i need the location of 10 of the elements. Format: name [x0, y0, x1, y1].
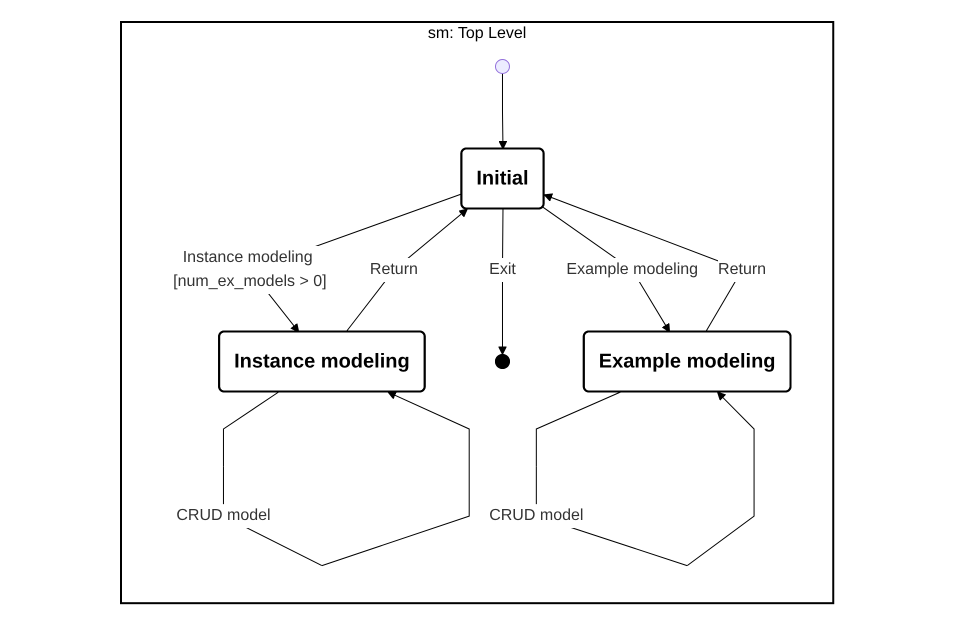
- arrow: [498, 72, 508, 150]
- edge-label: Return: [718, 260, 766, 278]
- node-circle: [495, 58, 510, 74]
- edge-label: CRUD model: [176, 506, 271, 524]
- edge-label: Example modeling: [566, 260, 698, 278]
- edge-label: Exit: [490, 260, 516, 278]
- arrow: [346, 208, 468, 332]
- edge-label: Return: [370, 260, 418, 278]
- edge-label: CRUD model: [490, 506, 584, 524]
- edge-label: Instance modeling [num_ex_models > 0]: [174, 248, 327, 290]
